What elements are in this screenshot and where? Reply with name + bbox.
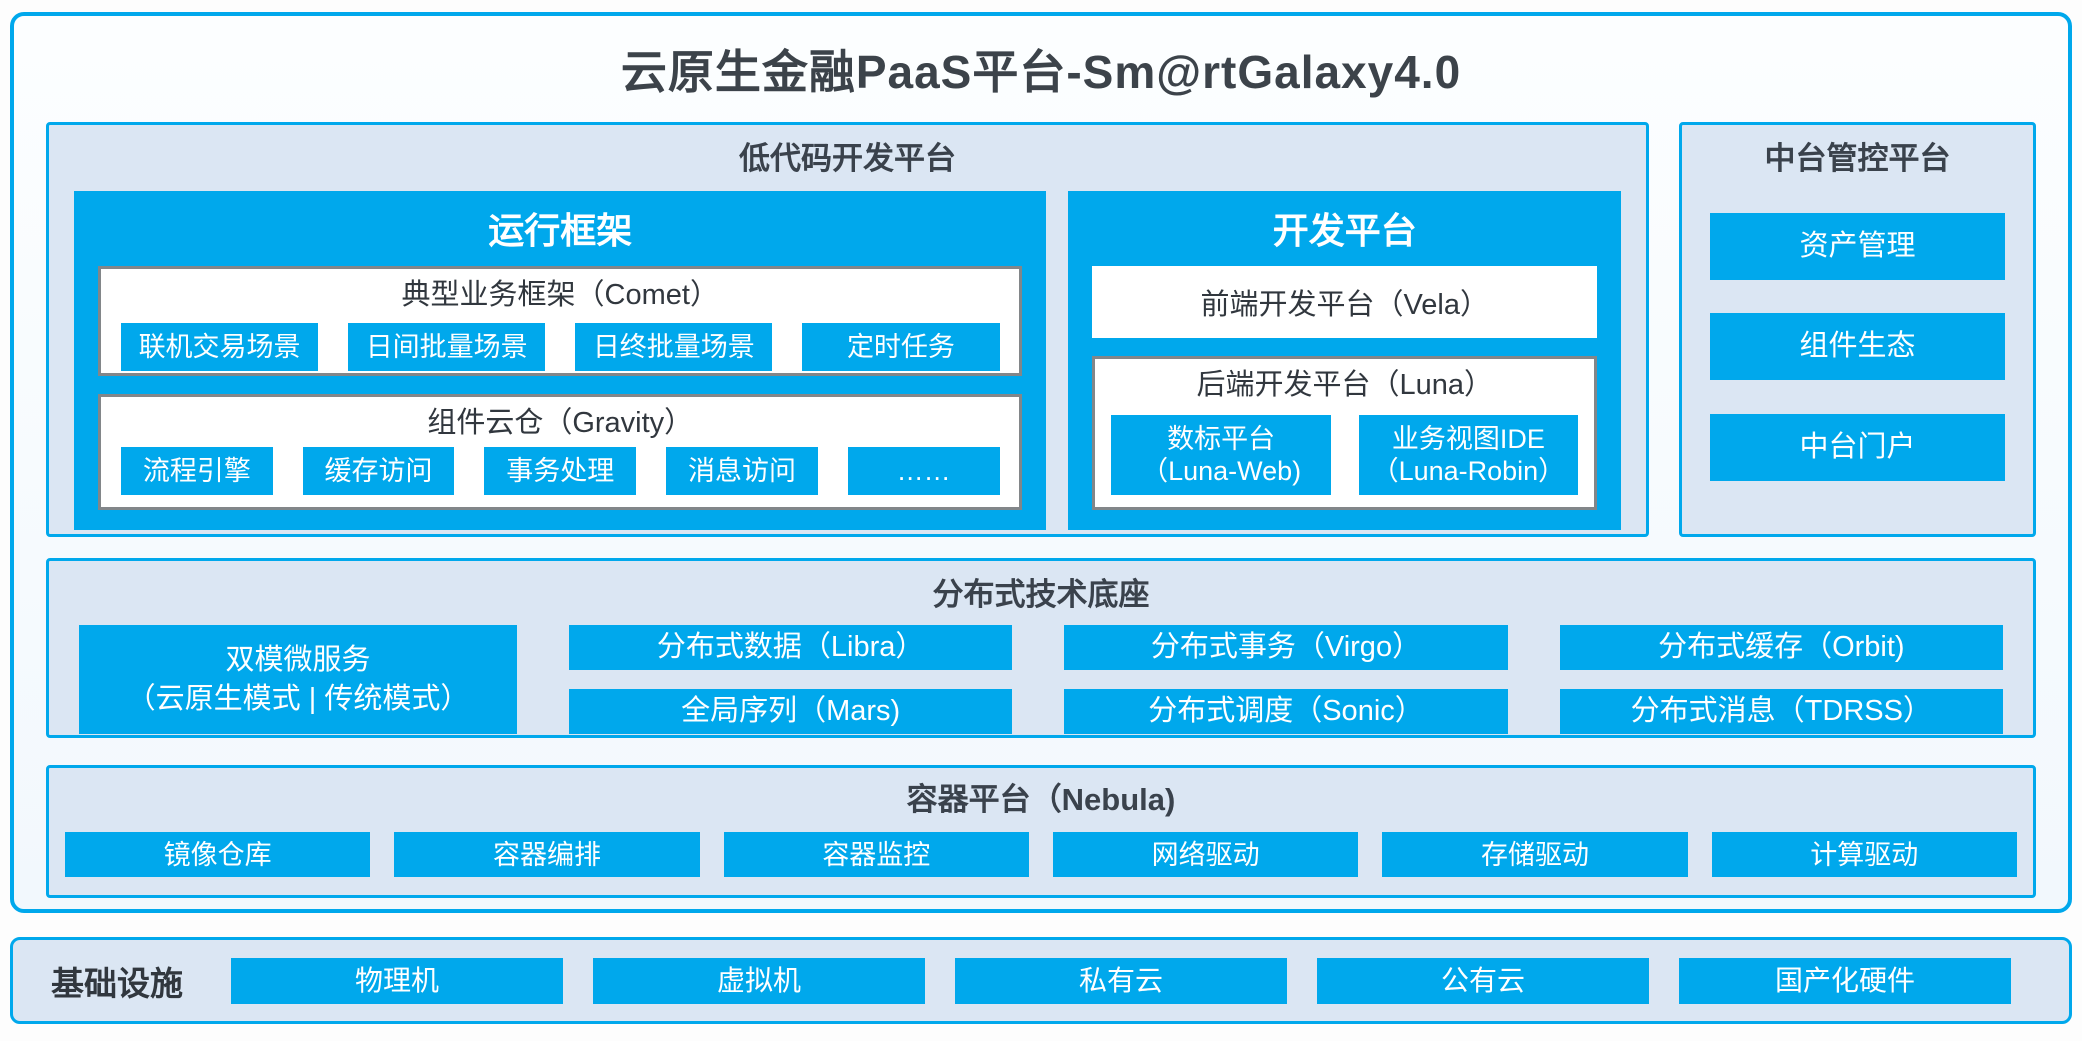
chip-ellipsis: ……: [847, 447, 1000, 496]
container-chip-row: 镜像仓库 容器编排 容器监控 网络驱动 存储驱动 计算驱动: [49, 832, 2033, 878]
chip-luna-web: 数标平台 （Luna-Web): [1111, 415, 1331, 496]
chip-distributed-transaction-virgo: 分布式事务（Virgo）: [1064, 625, 1508, 671]
lowcode-platform-header: 低代码开发平台: [739, 141, 956, 176]
mid-platform-header: 中台管控平台: [1764, 141, 1951, 176]
luna-chip-row: 数标平台 （Luna-Web) 业务视图IDE （Luna-Robin）: [1095, 405, 1594, 496]
chip-process-engine: 流程引擎: [121, 447, 273, 496]
chip-image-registry: 镜像仓库: [65, 832, 371, 878]
infrastructure-label: 基础设施: [51, 964, 183, 1002]
chip-distributed-cache-orbit: 分布式缓存（Orbit): [1559, 625, 2003, 671]
box-gravity-warehouse: 组件云仓（Gravity） 流程引擎 缓存访问 事务处理 消息访问 ……: [98, 394, 1023, 511]
chip-distributed-messaging-tdrss: 分布式消息（TDRSS）: [1559, 689, 2003, 735]
chip-physical-machine: 物理机: [231, 957, 563, 1004]
box-luna-backend: 后端开发平台（Luna） 数标平台 （Luna-Web) 业务视图IDE （Lu…: [1092, 356, 1597, 511]
section-lowcode-platform: 低代码开发平台 运行框架 典型业务框架（Comet） 联机交易场景 日间批量场景…: [46, 122, 1649, 537]
comet-chip-row: 联机交易场景 日间批量场景 日终批量场景 定时任务: [101, 315, 1019, 372]
container-platform-header: 容器平台（Nebula): [906, 782, 1176, 817]
box-dual-mode-microservice: 双模微服务 （云原生模式 | 传统模式）: [79, 625, 517, 735]
main-frame: 云原生金融PaaS平台-Sm@rtGalaxy4.0 低代码开发平台 运行框架 …: [10, 12, 2072, 913]
box-comet-framework: 典型业务框架（Comet） 联机交易场景 日间批量场景 日终批量场景 定时任务: [98, 266, 1023, 377]
chip-public-cloud: 公有云: [1317, 957, 1649, 1004]
dual-mode-line2: （云原生模式 | 传统模式）: [126, 682, 470, 715]
chip-daytime-batch: 日间批量场景: [348, 323, 546, 372]
dual-mode-line1: 双模微服务: [225, 643, 371, 676]
top-row: 低代码开发平台 运行框架 典型业务框架（Comet） 联机交易场景 日间批量场景…: [46, 122, 2036, 537]
chip-distributed-scheduling-sonic: 分布式调度（Sonic）: [1064, 689, 1508, 735]
luna-web-line1: 数标平台: [1167, 424, 1276, 455]
page-title: 云原生金融PaaS平台-Sm@rtGalaxy4.0: [620, 46, 1462, 98]
chip-virtual-machine: 虚拟机: [593, 957, 925, 1004]
chip-private-cloud: 私有云: [955, 957, 1287, 1004]
chip-container-orchestration: 容器编排: [394, 832, 700, 878]
chip-distributed-data-libra: 分布式数据（Libra）: [569, 625, 1013, 671]
chip-container-monitoring: 容器监控: [723, 832, 1029, 878]
box-vela-frontend: 前端开发平台（Vela）: [1092, 266, 1597, 339]
section-container-platform: 容器平台（Nebula) 镜像仓库 容器编排 容器监控 网络驱动 存储驱动 计算…: [46, 765, 2036, 898]
dev-platform-title: 开发平台: [1272, 210, 1417, 252]
chip-luna-robin: 业务视图IDE （Luna-Robin）: [1358, 415, 1579, 496]
chip-message-access: 消息访问: [666, 447, 818, 496]
section-mid-platform: 中台管控平台 资产管理 组件生态 中台门户: [1679, 122, 2036, 537]
luna-title: 后端开发平台（Luna）: [1196, 369, 1493, 402]
distributed-base-header: 分布式技术底座: [932, 577, 1150, 612]
mid-platform-items: 资产管理 组件生态 中台门户: [1710, 179, 2005, 514]
section-distributed-base: 分布式技术底座 双模微服务 （云原生模式 | 传统模式） 分布式数据（Libra…: [46, 558, 2036, 738]
chip-midplatform-portal: 中台门户: [1710, 413, 2005, 481]
comet-title: 典型业务框架（Comet）: [401, 279, 719, 312]
chip-cache-access: 缓存访问: [302, 447, 455, 496]
gravity-title: 组件云仓（Gravity）: [427, 407, 694, 440]
chip-compute-driver: 计算驱动: [1711, 832, 2017, 878]
chip-eod-batch: 日终批量场景: [575, 323, 773, 372]
lowcode-body: 运行框架 典型业务框架（Comet） 联机交易场景 日间批量场景 日终批量场景 …: [74, 191, 1621, 531]
gravity-chip-row: 流程引擎 缓存访问 事务处理 消息访问 ……: [101, 443, 1019, 496]
chip-domestic-hardware: 国产化硬件: [1679, 957, 2011, 1004]
distributed-grid: 双模微服务 （云原生模式 | 传统模式） 分布式数据（Libra） 分布式事务（…: [49, 625, 2033, 735]
luna-web-line2: （Luna-Web): [1141, 456, 1302, 487]
chip-asset-management: 资产管理: [1710, 212, 2005, 280]
chip-online-trading: 联机交易场景: [121, 323, 319, 372]
chip-network-driver: 网络驱动: [1052, 832, 1359, 878]
box-runtime-framework: 运行框架 典型业务框架（Comet） 联机交易场景 日间批量场景 日终批量场景 …: [74, 191, 1047, 531]
chip-component-ecosystem: 组件生态: [1710, 313, 2005, 381]
luna-robin-line2: （Luna-Robin）: [1371, 456, 1566, 487]
chip-storage-driver: 存储驱动: [1382, 832, 1688, 878]
chip-global-sequence-mars: 全局序列（Mars): [569, 689, 1013, 735]
chip-scheduled-task: 定时任务: [802, 323, 1000, 372]
infrastructure-chip-row: 物理机 虚拟机 私有云 公有云 国产化硬件: [231, 957, 2011, 1004]
section-infrastructure: 基础设施 物理机 虚拟机 私有云 公有云 国产化硬件: [10, 937, 2072, 1024]
runtime-framework-title: 运行框架: [488, 210, 633, 252]
box-dev-platform: 开发平台 前端开发平台（Vela） 后端开发平台（Luna） 数标平台 （Lun…: [1068, 191, 1621, 531]
luna-robin-line1: 业务视图IDE: [1391, 424, 1545, 455]
chip-transaction-processing: 事务处理: [484, 447, 637, 496]
